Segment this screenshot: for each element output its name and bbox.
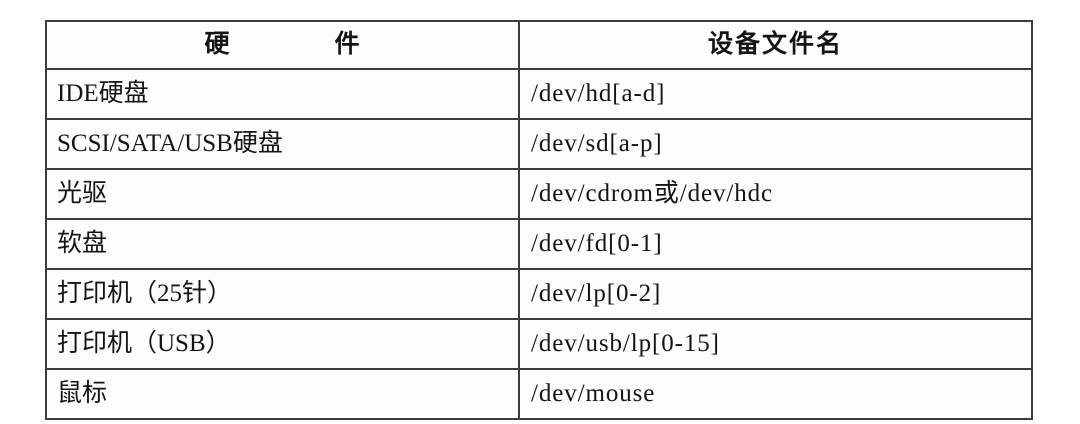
column-header-device-file-label: 设备文件名: [707, 31, 843, 58]
hardware-name: IDE硬盘: [57, 80, 149, 107]
column-header-hardware-label: 硬 件: [204, 31, 361, 58]
hardware-device-file-table: 硬 件 设备文件名 IDE硬盘 /dev/hd[a-d]: [45, 20, 1033, 420]
device-file-path: /dev/lp[0-2]: [531, 280, 662, 307]
table-row: 光驱 /dev/cdrom或/dev/hdc: [45, 168, 1033, 220]
table-header: 硬 件 设备文件名: [45, 20, 1033, 70]
device-table-container: 硬 件 设备文件名 IDE硬盘 /dev/hd[a-d]: [45, 20, 1033, 420]
cell-hardware: 光驱: [45, 168, 520, 220]
device-file-path: /dev/usb/lp[0-15]: [531, 330, 720, 357]
column-header-device-file: 设备文件名: [518, 20, 1033, 70]
device-file-path: /dev/mouse: [531, 380, 656, 407]
column-header-hardware: 硬 件: [45, 20, 520, 70]
cell-device-file: /dev/hd[a-d]: [518, 68, 1033, 120]
table-row: SCSI/SATA/USB硬盘 /dev/sd[a-p]: [45, 118, 1033, 170]
hardware-name: 光驱: [57, 180, 108, 207]
table-row: IDE硬盘 /dev/hd[a-d]: [45, 68, 1033, 120]
table-row: 软盘 /dev/fd[0-1]: [45, 218, 1033, 270]
cell-hardware: 鼠标: [45, 368, 520, 420]
table-row: 打印机（25针） /dev/lp[0-2]: [45, 268, 1033, 320]
table-body: IDE硬盘 /dev/hd[a-d] SCSI/SATA/USB硬盘 /dev/…: [45, 68, 1033, 420]
device-file-path: /dev/fd[0-1]: [531, 230, 663, 257]
table-row: 打印机（USB） /dev/usb/lp[0-15]: [45, 318, 1033, 370]
cell-device-file: /dev/usb/lp[0-15]: [518, 318, 1033, 370]
device-file-path: /dev/cdrom或/dev/hdc: [531, 180, 774, 207]
hardware-name: 打印机（25针）: [57, 280, 233, 307]
cell-device-file: /dev/mouse: [518, 368, 1033, 420]
cell-device-file: /dev/fd[0-1]: [518, 218, 1033, 270]
hardware-name: 软盘: [57, 230, 108, 257]
hardware-name: SCSI/SATA/USB硬盘: [57, 130, 283, 157]
cell-hardware: SCSI/SATA/USB硬盘: [45, 118, 520, 170]
hardware-name: 鼠标: [57, 380, 108, 407]
cell-hardware: 打印机（USB）: [45, 318, 520, 370]
cell-device-file: /dev/sd[a-p]: [518, 118, 1033, 170]
device-file-path: /dev/sd[a-p]: [531, 130, 663, 157]
cell-hardware: 软盘: [45, 218, 520, 270]
cell-device-file: /dev/cdrom或/dev/hdc: [518, 168, 1033, 220]
cell-hardware: 打印机（25针）: [45, 268, 520, 320]
hardware-name: 打印机（USB）: [57, 330, 231, 357]
cell-hardware: IDE硬盘: [45, 68, 520, 120]
cell-device-file: /dev/lp[0-2]: [518, 268, 1033, 320]
device-file-path: /dev/hd[a-d]: [531, 80, 666, 107]
table-header-row: 硬 件 设备文件名: [45, 20, 1033, 70]
table-row: 鼠标 /dev/mouse: [45, 368, 1033, 420]
